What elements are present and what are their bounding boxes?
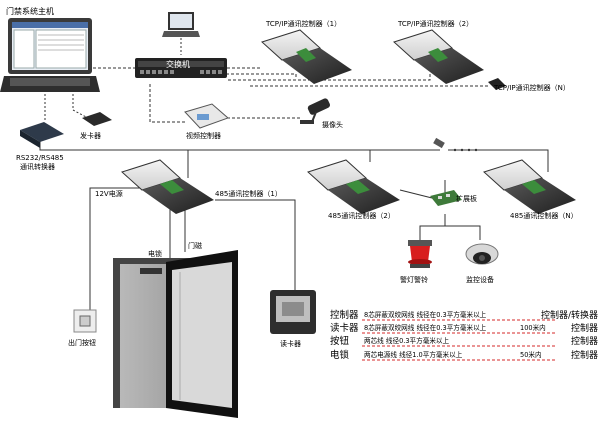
door[interactable] [113,250,238,418]
door-sensor-label: 门磁 [188,241,202,250]
alarm-label: 警灯警铃 [400,275,428,284]
converter-label-2: 通讯转换器 [20,162,55,171]
ctrl485-n-label: 485通讯控制器（N） [510,211,578,220]
card-issuer[interactable] [82,112,112,126]
tcp1-label: TCP/IP通讯控制器（1） [265,19,341,28]
485-controller-1[interactable] [121,159,214,214]
legend-target-0: 控制器/转换器 [541,309,598,321]
video-controller[interactable] [184,103,229,129]
legend-target-3: 控制器 [571,349,598,361]
legend-dist-1: 100米内 [520,323,546,332]
monitor-label: 监控设备 [466,275,494,284]
expansion-board[interactable] [430,190,462,206]
tcp-controller-1[interactable] [261,29,352,84]
monitoring-camera[interactable] [465,243,499,265]
client-laptop[interactable] [162,12,200,37]
legend-key-1: 读卡器 [330,322,359,334]
exit-button[interactable] [73,309,97,333]
legend-dist-3: 50米内 [520,350,542,359]
ctrl485-1-label: 485通讯控制器（1） [215,189,282,198]
expansion-label: 扩展板 [456,194,477,203]
wires [39,38,549,310]
ctrl485-2-label: 485通讯控制器（2） [328,211,395,220]
485-controller-n[interactable] [483,159,576,214]
legend-key-3: 电锁 [330,349,350,361]
exit-button-label: 出门按钮 [68,338,96,347]
485-controller-2[interactable] [307,159,400,214]
network-switch[interactable] [135,58,227,78]
tcp2-label: TCP/IP通讯控制器（2） [397,19,473,28]
legend-target-1: 控制器 [571,322,598,334]
power-label: 12V电源 [95,189,123,198]
host-label: 门禁系统主机 [6,6,54,16]
video-ctrl-label: 视频控制器 [186,131,221,140]
reader-label: 读卡器 [280,339,301,348]
legend-key-0: 控制器 [330,309,359,321]
legend-desc-2: 两芯线 线径0.3平方毫米以上 [364,336,450,345]
alarm-light[interactable] [408,240,432,268]
legend-desc-3: 两芯电源线 线径1.0平方毫米以上 [364,350,463,359]
tcp-controller-n[interactable] [488,78,506,90]
legend-key-2: 按钮 [330,335,350,347]
legend-desc-0: 8芯屏蔽双绞网线 线径在0.3平方毫米以上 [364,310,487,319]
camera-label: 摄像头 [322,120,343,129]
legend-target-2: 控制器 [571,335,598,347]
lock-label: 电锁 [148,249,162,258]
host-computer[interactable] [0,18,100,92]
card-issuer-label: 发卡器 [80,131,101,140]
switch-label: 交换机 [166,59,190,69]
converter-label-1: RS232/RS485 [16,154,64,162]
bus-continuation-dots [453,148,478,152]
tcp-controller-2[interactable] [393,29,484,84]
legend-desc-1: 8芯屏蔽双绞网线 线径在0.3平方毫米以上 [364,323,487,332]
camera[interactable] [300,97,331,124]
rs485-converter[interactable] [20,122,64,148]
bus-connector [433,137,445,149]
tcpn-label: TCP/IP通讯控制器（N） [493,83,570,92]
card-reader[interactable] [270,290,316,334]
